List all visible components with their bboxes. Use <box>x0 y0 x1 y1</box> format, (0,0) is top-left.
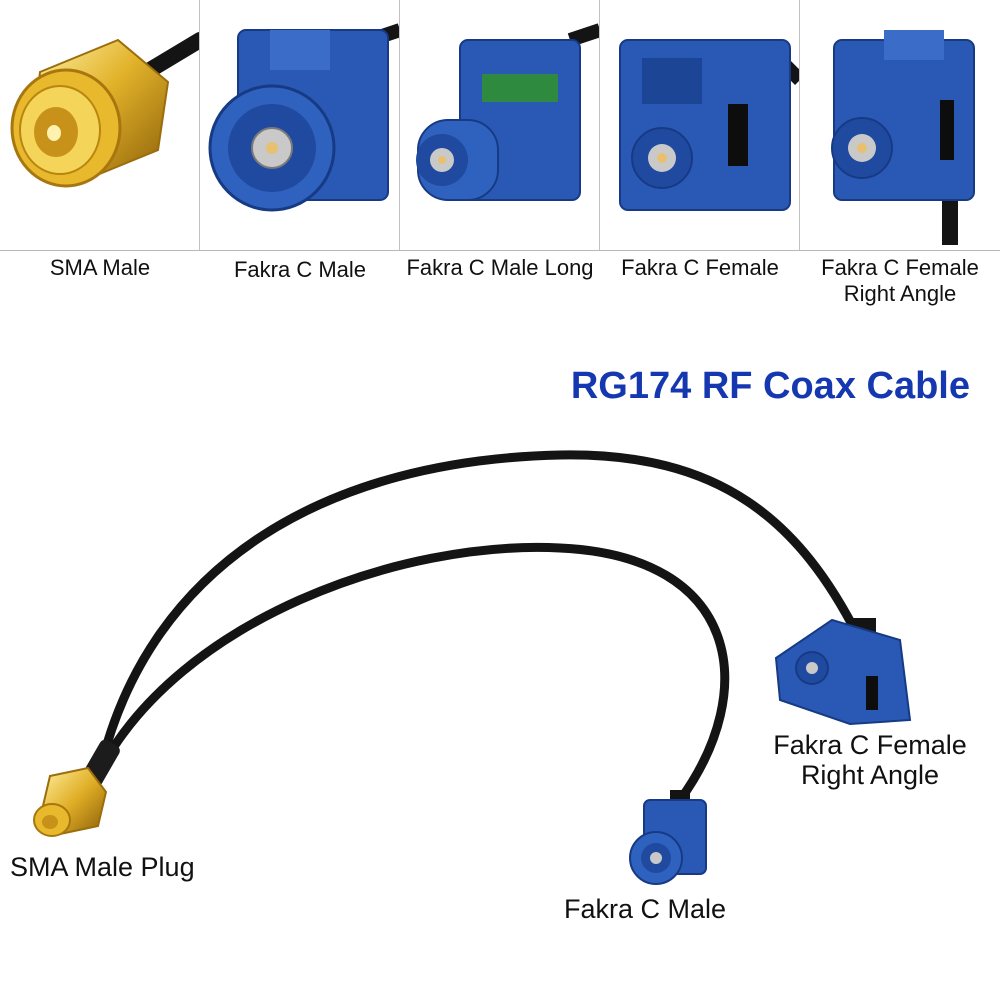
connector-cell-sma-male <box>0 0 200 250</box>
sma-male-icon <box>10 32 199 188</box>
fakra-c-male-long-icon <box>416 23 599 201</box>
label-fakra-c-female: Fakra C Female <box>621 255 779 280</box>
label-fakra-c-male-long: Fakra C Male Long <box>406 255 594 280</box>
label-fakra-c-female-right-angle-line2: Right Angle <box>843 281 957 306</box>
sma-male-plug-icon <box>33 739 120 837</box>
fakra-male-icon <box>629 790 707 885</box>
connector-cell-fakra-c-male <box>200 0 400 250</box>
fakra-c-female-icon <box>619 39 799 211</box>
product-title: RG174 RF Coax Cable <box>570 365 970 407</box>
fakra-c-male-icon <box>208 23 399 212</box>
callout-fakra-c-female-line2: Right Angle <box>800 760 940 790</box>
callout-fakra-c-male: Fakra C Male <box>563 894 727 924</box>
label-fakra-c-female-right-angle-line1: Fakra C Female <box>821 255 979 280</box>
connector-strip <box>0 0 1000 251</box>
connector-cell-fakra-c-male-long <box>400 0 600 250</box>
cable-upper <box>95 450 865 775</box>
label-sma-male: SMA Male <box>49 255 151 280</box>
callout-fakra-c-female-line1: Fakra C Female <box>773 730 967 760</box>
cable-lower <box>95 542 730 805</box>
connector-cell-fakra-c-female-right-angle <box>800 0 1000 250</box>
fakra-female-right-angle-icon <box>774 618 912 726</box>
callout-sma-male-plug: SMA Male Plug <box>10 852 195 882</box>
fakra-c-female-right-angle-icon <box>831 30 975 245</box>
connector-cell-fakra-c-female <box>600 0 800 250</box>
label-fakra-c-male: Fakra C Male <box>233 257 367 282</box>
